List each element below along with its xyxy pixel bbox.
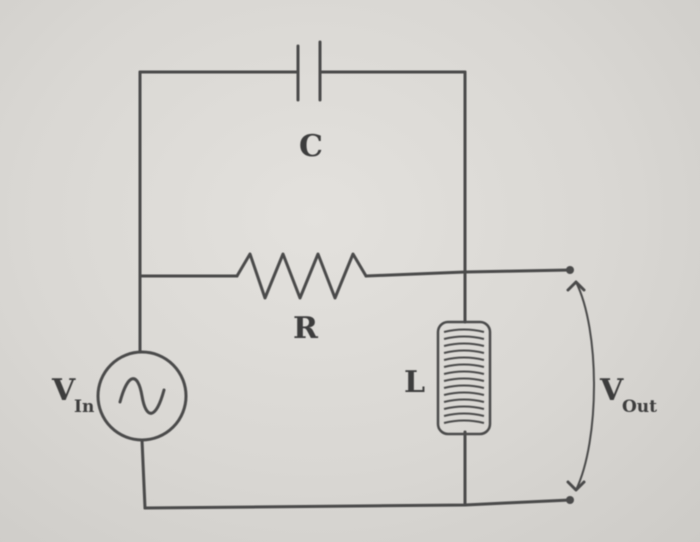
output-bracket-icon <box>566 266 595 504</box>
resistor-label: R <box>293 311 319 346</box>
inductor-winding <box>443 412 485 417</box>
output-label: V Out <box>599 373 657 417</box>
svg-text:Out: Out <box>622 397 657 417</box>
inductor-winding <box>443 356 485 361</box>
capacitor-icon <box>296 40 322 102</box>
svg-text:V: V <box>599 373 624 408</box>
svg-text:In: In <box>74 397 94 417</box>
inductor-icon <box>436 320 492 436</box>
inductor-winding <box>443 342 485 347</box>
inductor-winding <box>443 398 485 403</box>
left-wire-lower <box>140 438 147 510</box>
inductor-winding <box>443 363 485 368</box>
inductor-winding <box>443 391 485 396</box>
svg-text:V: V <box>51 373 76 408</box>
capacitor-label: C <box>299 129 323 164</box>
inductor-winding <box>443 384 485 389</box>
inductor-winding <box>443 335 485 340</box>
inductor-winding <box>443 377 485 382</box>
source-label: V In <box>51 373 94 417</box>
ac-voltage-source-icon <box>96 350 188 442</box>
middle-wire-right <box>364 270 467 278</box>
inductor-winding <box>443 419 485 424</box>
inductor-winding <box>443 405 485 410</box>
output-top-wire <box>463 268 572 274</box>
resistor-icon <box>235 252 368 300</box>
inductor-winding <box>443 328 485 333</box>
inductor-winding <box>443 349 485 354</box>
bottom-wire <box>143 498 572 510</box>
inductor-winding <box>443 370 485 375</box>
inductor-label: L <box>404 365 425 400</box>
